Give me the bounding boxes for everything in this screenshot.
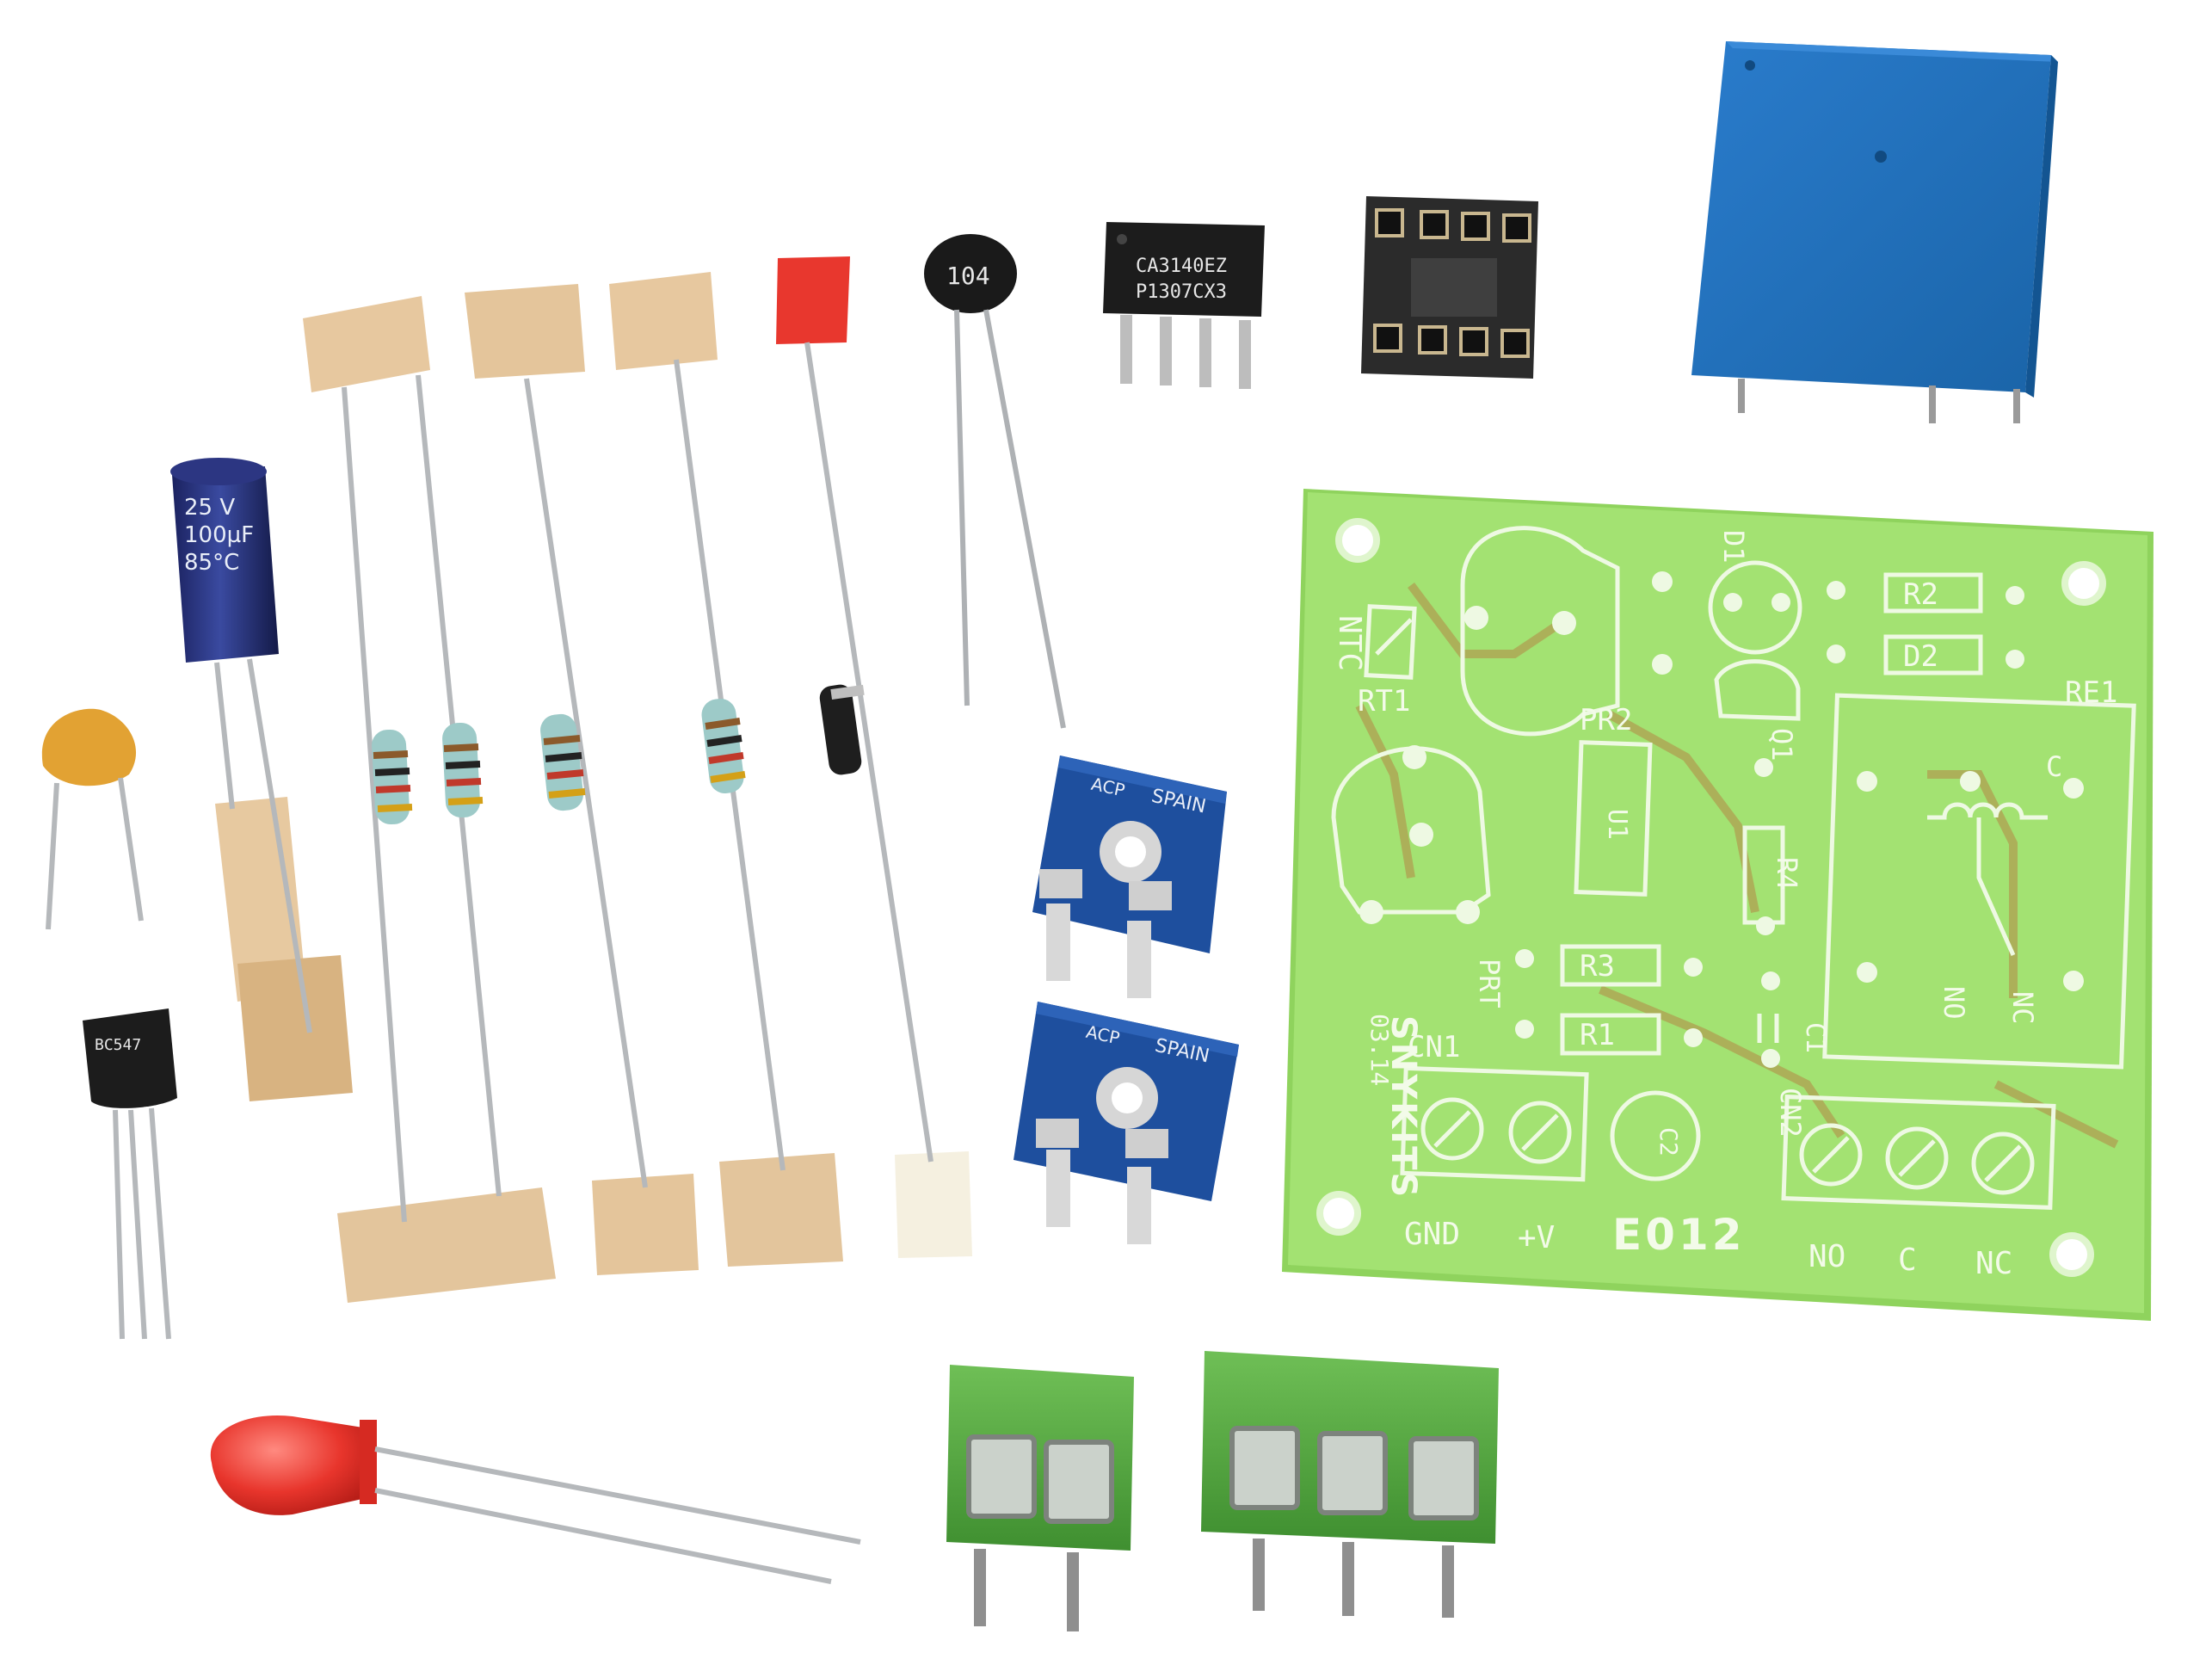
pcb-label-r4: R4: [1771, 857, 1803, 891]
pcb-label-c2: C2: [1654, 1127, 1683, 1156]
pcb-label-rt1: RT1: [1358, 684, 1410, 718]
terminal-block-2pin: [946, 1365, 1134, 1631]
pcb-brand: SNYKITS: [1383, 1015, 1423, 1200]
red-led: [210, 1415, 861, 1584]
pcb-label-term-nc: NC: [1975, 1246, 2012, 1281]
thermistor-code: 104: [946, 262, 990, 290]
pcb-label-vplus: +V: [1518, 1220, 1555, 1255]
pcb-label-cn1: CN1: [1408, 1030, 1460, 1064]
ntc-thermistor: 104: [924, 234, 1066, 729]
pcb-label-r1: R1: [1580, 1018, 1615, 1052]
trimmer-potentiometer-2: ACP SPAIN: [1014, 1002, 1239, 1244]
ic-chip: CA3140EZ P1307CX3: [1103, 222, 1265, 389]
capacitor-marking-line2: 100µF: [184, 522, 254, 548]
pcb-label-pr2: PR2: [1580, 703, 1632, 737]
resistor-strip-1: [303, 296, 556, 1303]
relay: [1691, 41, 2058, 423]
capacitor-marking-line3: 85°C: [184, 550, 239, 576]
pcb-label-term-c: C: [1898, 1243, 1917, 1278]
pcb-label-term-no: NO: [1808, 1239, 1845, 1274]
trimmer-potentiometer-1: ACP SPAIN: [1032, 755, 1227, 998]
resistor-strip-3: [609, 272, 843, 1267]
transistor: BC547: [83, 1008, 177, 1340]
pcb-label-ntc: NTC: [1332, 615, 1367, 671]
ic-marking-line2: P1307CX3: [1136, 281, 1227, 303]
ic-socket: [1361, 196, 1538, 379]
pcb-label-contact-no: NO: [1938, 986, 1970, 1020]
pcb-board: NTC RT1 PR2 U1 PRT D1 Q1 R2 D2 R4 R3 R1 …: [1282, 489, 2153, 1321]
pcb-label-gnd: GND: [1404, 1217, 1460, 1252]
ic-marking-line1: CA3140EZ: [1136, 256, 1227, 277]
pcb-label-q1: Q1: [1765, 728, 1798, 762]
resistor-strip-2: [465, 284, 699, 1275]
pcb-label-d2: D2: [1903, 639, 1938, 674]
pcb-label-u1: U1: [1602, 809, 1632, 840]
pcb-label-r3: R3: [1580, 949, 1615, 984]
pcb-label-coil-c: C: [2046, 750, 2062, 783]
pcb-label-c1: C1: [1800, 1022, 1830, 1053]
pcb-label-prt: PRT: [1473, 959, 1506, 1008]
transistor-marking: BC547: [95, 1036, 141, 1054]
pcb-date-code: 03.14: [1365, 1014, 1394, 1086]
pcb-label-re1: RE1: [2065, 675, 2117, 710]
pcb-label-d1: D1: [1717, 530, 1750, 564]
electrolytic-capacitor: 25 V 100µF 85°C: [170, 458, 353, 1101]
pcb-label-contact-nc: NC: [2006, 991, 2039, 1025]
pcb-label-r2: R2: [1903, 577, 1938, 612]
pcb-kit-code: E012: [1612, 1210, 1746, 1260]
capacitor-marking-line1: 25 V: [184, 495, 235, 521]
ceramic-capacitor: [41, 708, 144, 930]
diode: [776, 256, 972, 1258]
terminal-block-3pin: [1201, 1351, 1499, 1618]
pcb-label-cn2: CN2: [1774, 1088, 1807, 1138]
